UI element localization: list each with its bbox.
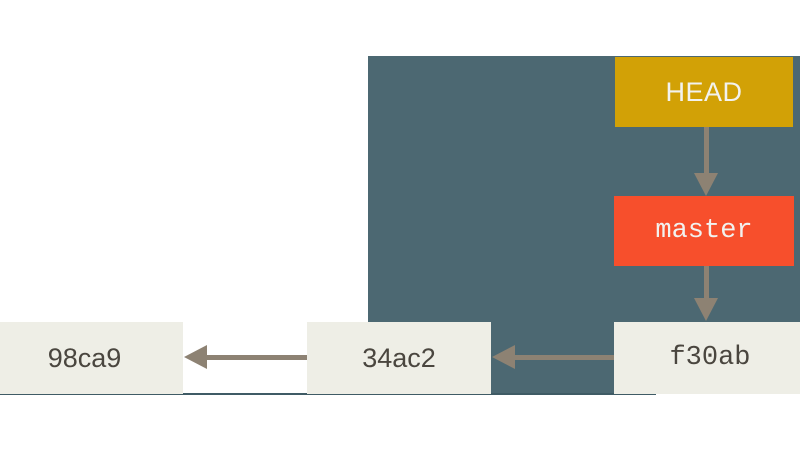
arrow-head-to-master <box>694 127 718 196</box>
head-pointer-box[interactable]: HEAD <box>615 57 793 127</box>
arrow-34ac2-to-98ca9 <box>184 345 309 369</box>
commit-label-34ac2: 34ac2 <box>362 342 436 373</box>
arrow-f30ab-to-34ac2 <box>492 345 615 369</box>
commit-label-f30ab: f30ab <box>669 342 751 373</box>
branch-master-label: master <box>655 215 753 246</box>
commit-label-98ca9: 98ca9 <box>47 342 122 373</box>
commit-node-f30ab[interactable]: f30ab <box>614 322 800 394</box>
arrow-master-to-f30ab <box>694 266 718 321</box>
head-pointer-label: HEAD <box>665 76 743 107</box>
commit-node-34ac2[interactable]: 34ac2 <box>307 322 491 394</box>
commit-node-98ca9[interactable]: 98ca9 <box>0 322 183 394</box>
branch-master-box[interactable]: master <box>614 196 794 266</box>
commit-row-baseline <box>0 393 656 395</box>
